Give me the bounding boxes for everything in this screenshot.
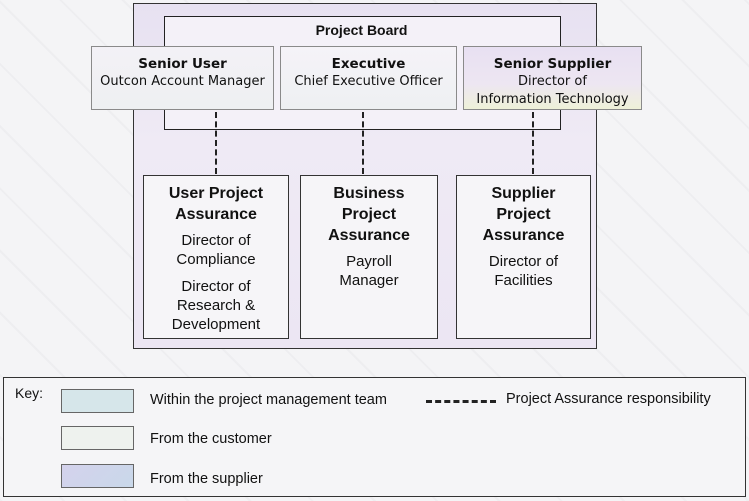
role-holder: Chief Executive Officer — [294, 74, 443, 89]
assurance-holder: Compliance — [176, 251, 256, 268]
role-title: Senior Supplier — [493, 56, 612, 72]
assurance-title: Supplier — [491, 185, 556, 202]
assurance-title: User Project — [168, 185, 264, 202]
assurance-dashed-line — [215, 112, 217, 174]
role-title: Executive — [331, 56, 406, 72]
senior-user-box: Senior User Outcon Account Manager — [91, 46, 274, 110]
key-item-label: Within the project management team — [150, 392, 387, 408]
assurance-title: Assurance — [328, 227, 410, 244]
swatch-supplier — [61, 464, 134, 488]
swatch-project-management-team — [61, 389, 134, 413]
assurance-holder: Payroll — [346, 253, 392, 270]
project-board-title: Project Board — [315, 22, 408, 38]
assurance-holder: Research & — [176, 297, 256, 314]
role-holder: Outcon Account Manager — [100, 74, 265, 89]
assurance-holder: Director of — [181, 278, 251, 295]
key-item-label: From the supplier — [150, 471, 263, 487]
assurance-title: Business — [333, 185, 405, 202]
assurance-holder: Facilities — [494, 272, 553, 289]
assurance-title: Project — [496, 206, 551, 223]
assurance-title: Project — [341, 206, 397, 223]
assurance-dashed-line — [362, 112, 364, 174]
dashed-line-key-icon — [426, 400, 496, 403]
senior-supplier-box: Senior Supplier Director of Information … — [463, 46, 642, 110]
assurance-holder: Development — [171, 316, 261, 333]
key-label: Key: — [15, 385, 44, 401]
assurance-holder: Director of — [181, 232, 251, 249]
assurance-dashed-line — [532, 112, 534, 174]
key-item-label: From the customer — [150, 431, 272, 447]
executive-box: Executive Chief Executive Officer — [280, 46, 457, 110]
role-holder-line2: Information Technology — [476, 92, 629, 107]
role-title: Senior User — [138, 56, 227, 72]
assurance-holder: Director of — [488, 253, 559, 270]
assurance-holder: Manager — [339, 272, 399, 289]
assurance-title: Assurance — [175, 206, 257, 223]
key-dashed-label: Project Assurance responsibility — [506, 391, 711, 407]
role-holder-line1: Director of — [518, 74, 587, 89]
swatch-customer — [61, 426, 134, 450]
assurance-title: Assurance — [482, 227, 565, 244]
